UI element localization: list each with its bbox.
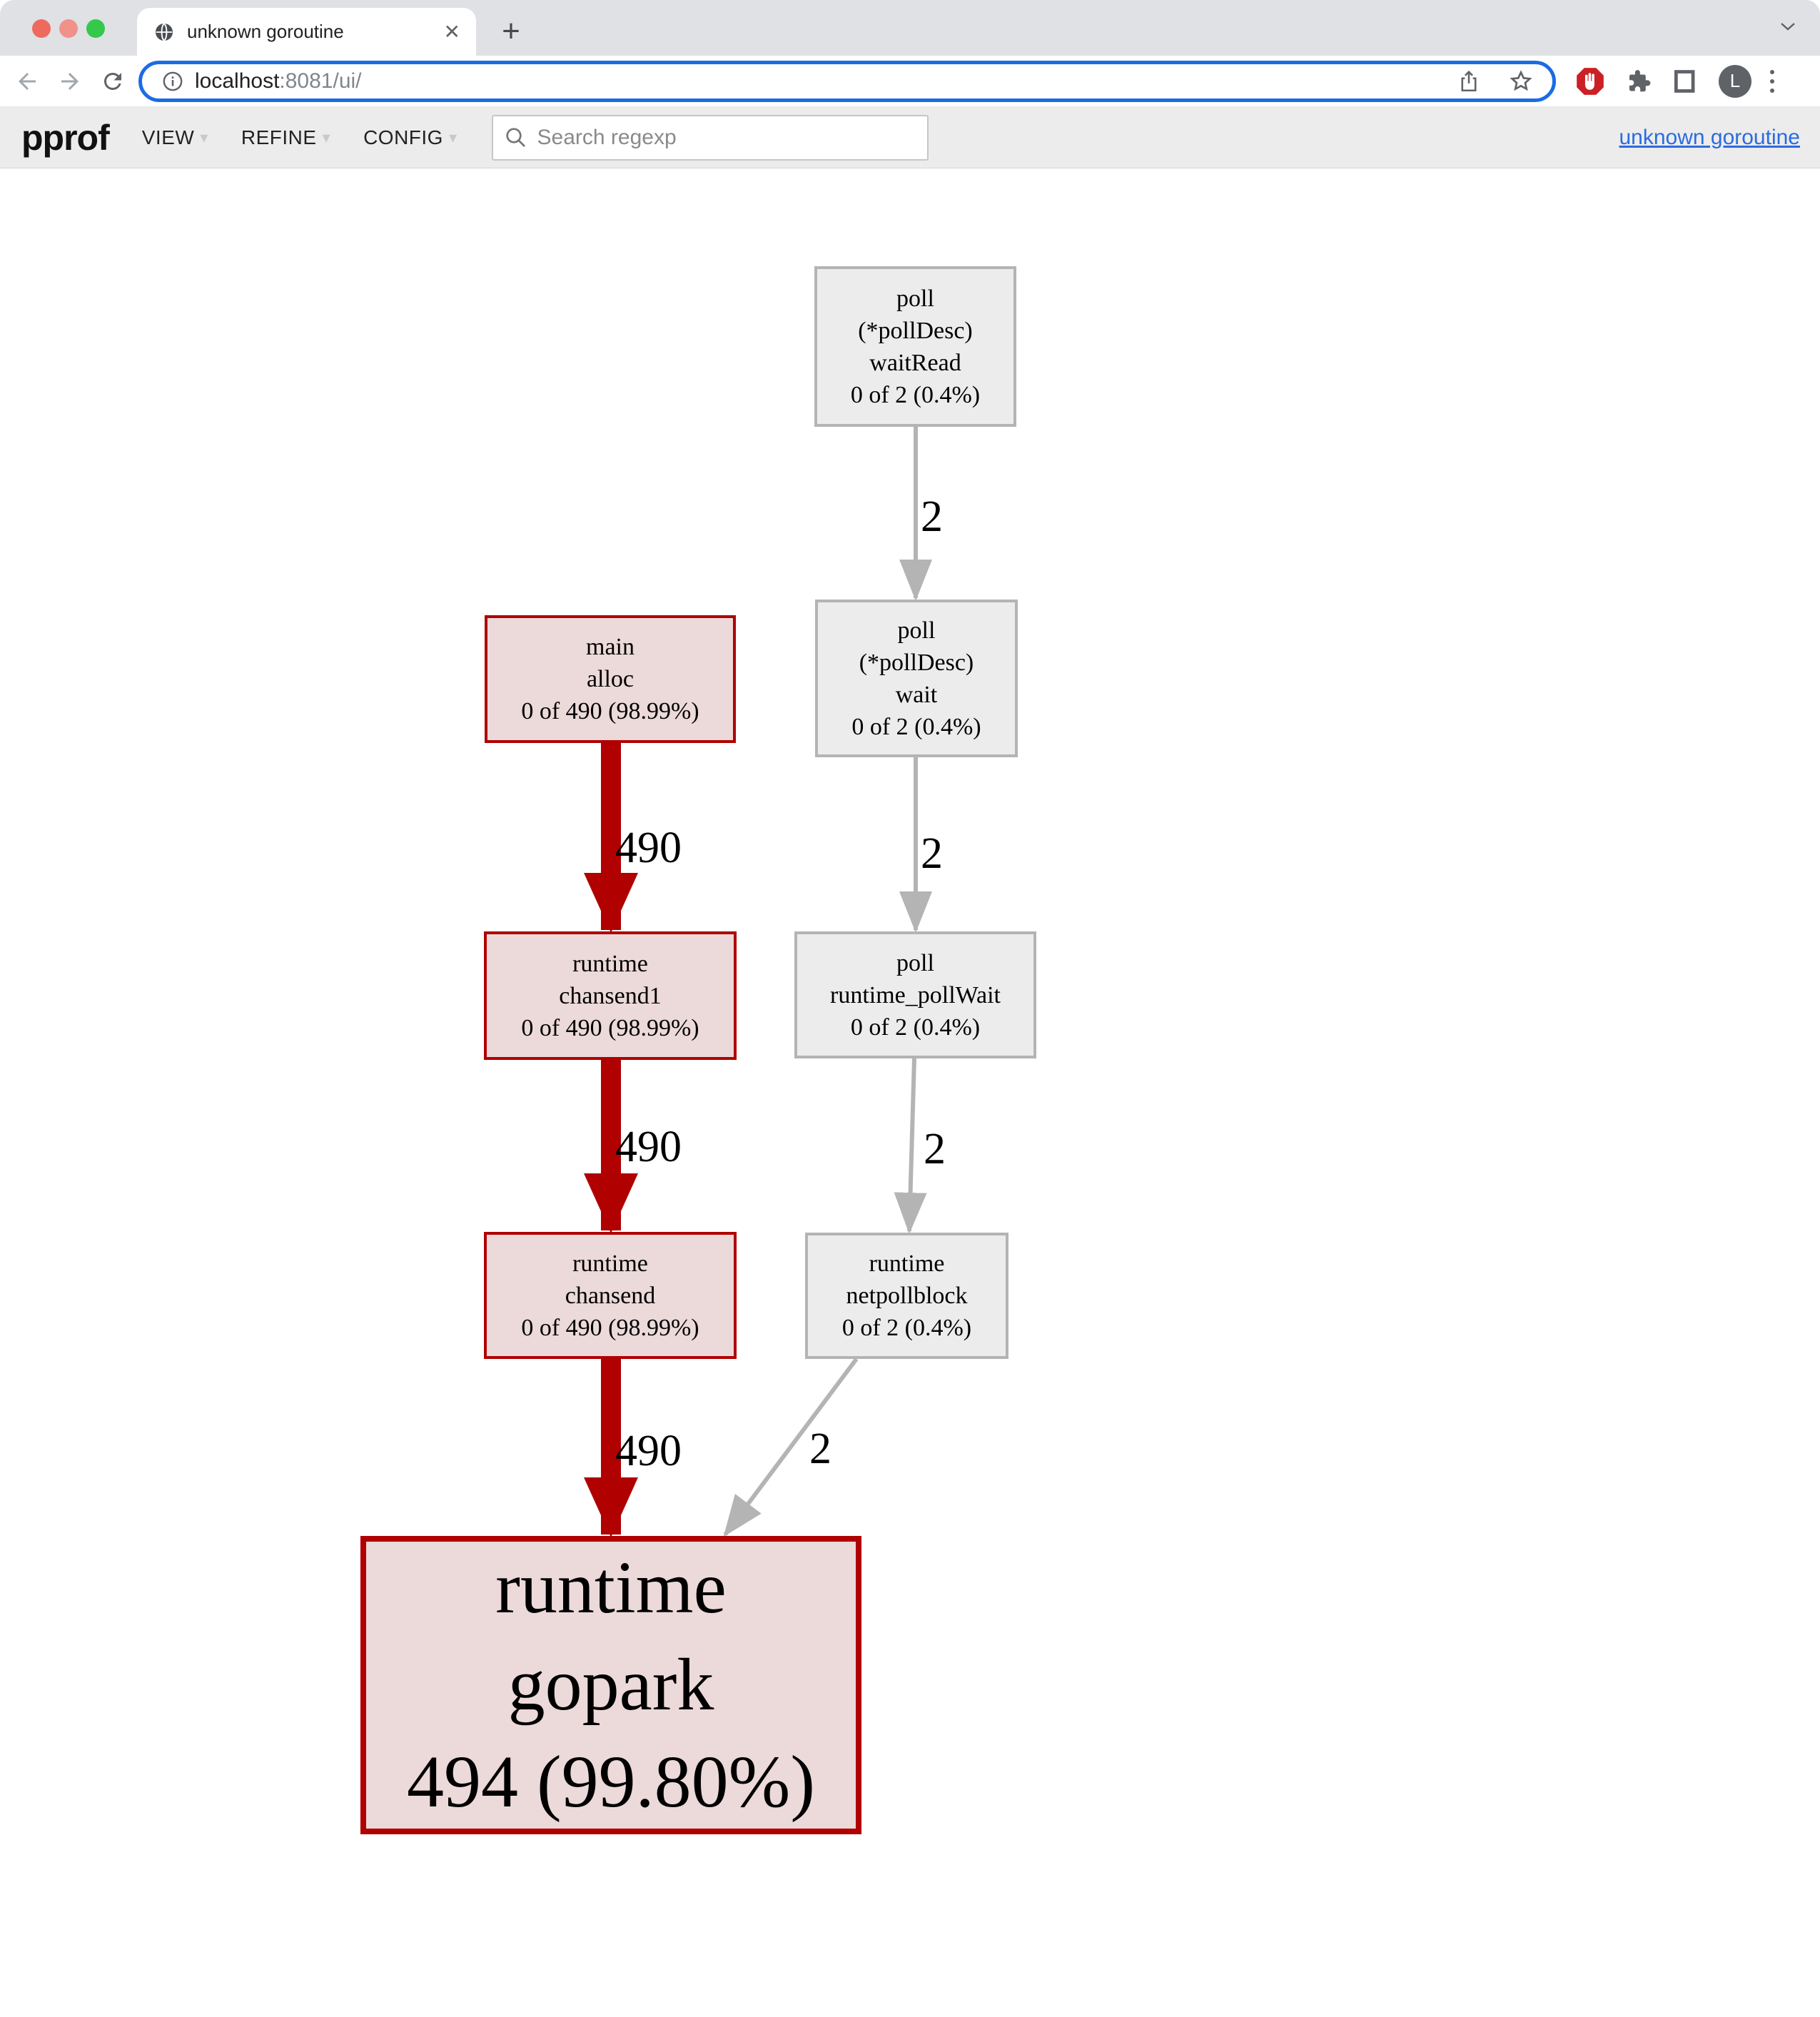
edge-label: 490 [615,824,682,872]
bookmark-star-icon[interactable] [1508,69,1534,94]
back-icon[interactable] [11,66,43,97]
node-runtime-chansend[interactable]: runtime chansend 0 of 490 (98.99%) [484,1232,737,1359]
search-box [491,114,929,161]
traffic-light-close-button[interactable] [32,19,51,38]
search-input[interactable] [491,114,929,161]
node-poll-waitread[interactable]: poll (*pollDesc) waitRead 0 of 2 (0.4%) [814,266,1016,427]
node-line: (*pollDesc) [859,649,974,676]
menu-view-label: VIEW [141,126,195,148]
profile-source-link[interactable]: unknown goroutine [1619,125,1800,149]
edge-label: 490 [615,1427,682,1475]
node-runtime-chansend1[interactable]: runtime chansend1 0 of 490 (98.99%) [484,931,737,1060]
edge-label: 2 [921,492,943,541]
url-host: localhost [195,69,280,93]
chevron-down-icon: ▾ [448,128,457,146]
traffic-light-zoom-button[interactable] [86,19,105,38]
node-line: poll [896,285,934,312]
node-line: alloc [586,666,635,692]
node-runtime-netpollblock[interactable]: runtime netpollblock 0 of 2 (0.4%) [805,1233,1008,1359]
node-runtime-gopark[interactable]: runtime gopark 494 (99.80%) [360,1536,861,1834]
share-icon[interactable] [1457,69,1481,93]
search-icon [505,127,525,147]
node-line: main [586,634,635,660]
node-line: runtime [869,1250,945,1277]
node-line: 0 of 2 (0.4%) [850,1013,981,1041]
menu-config[interactable]: CONFIG ▾ [363,126,457,149]
forward-icon[interactable] [54,66,86,97]
node-main-alloc[interactable]: main alloc 0 of 490 (98.99%) [485,615,736,743]
node-line: wait [895,681,938,708]
url-text[interactable]: localhost:8081/ui/ [195,69,362,93]
browser-toolbar: localhost:8081/ui/ [0,56,1820,107]
node-line: 494 (99.80%) [407,1741,815,1823]
node-line: netpollblock [846,1283,968,1309]
traffic-light-minimize-button[interactable] [59,19,78,38]
chevron-down-icon: ▾ [322,128,331,146]
url-path: :8081/ui/ [279,69,362,93]
menu-refine[interactable]: REFINE ▾ [241,126,330,149]
node-poll-wait[interactable]: poll (*pollDesc) wait 0 of 2 (0.4%) [815,600,1018,757]
node-line: runtime_pollWait [830,981,1001,1008]
edge-label: 490 [615,1123,682,1171]
node-line: 0 of 2 (0.4%) [850,381,981,408]
tab-search-chevron-icon[interactable] [1779,20,1797,33]
browser-menu-kebab-icon[interactable] [1770,69,1774,93]
tab-close-icon[interactable]: ✕ [443,20,460,43]
node-line: gopark [507,1644,714,1726]
edge-label: 2 [924,1125,946,1173]
adblock-stop-hand-icon[interactable] [1576,67,1604,96]
node-line: poll [896,949,934,976]
chevron-down-icon: ▾ [200,128,208,146]
node-line: chansend1 [559,982,662,1009]
tab-strip: unknown goroutine ✕ + [0,0,1820,56]
address-bar[interactable]: localhost:8081/ui/ [138,60,1556,102]
site-info-icon[interactable] [161,69,185,93]
new-tab-button[interactable]: + [502,14,520,49]
pprof-header: pprof VIEW ▾ REFINE ▾ CONFIG ▾ unknown g… [0,107,1820,168]
node-line: chansend [565,1282,656,1309]
node-line: 0 of 2 (0.4%) [841,1315,972,1341]
edge-pollwait-netpollblock [894,1058,927,1234]
node-line: waitRead [869,349,961,376]
extension-window-icon[interactable] [1672,68,1699,95]
edge-netpollblock-gopark [723,1358,859,1537]
node-line: runtime [495,1547,727,1629]
node-line: runtime [572,1250,648,1277]
node-line: 0 of 2 (0.4%) [851,713,981,740]
node-line: 0 of 490 (98.99%) [521,1314,699,1341]
pprof-logo: pprof [21,117,110,158]
node-line: runtime [572,950,648,977]
menu-config-label: CONFIG [363,126,443,148]
node-line: (*pollDesc) [858,317,973,344]
menu-view[interactable]: VIEW ▾ [142,126,208,149]
node-line: 0 of 490 (98.99%) [521,698,699,724]
edge-label: 2 [921,829,943,878]
node-poll-runtime-pollwait[interactable]: poll runtime_pollWait 0 of 2 (0.4%) [794,931,1036,1058]
node-line: poll [897,617,936,644]
tab-favicon-globe-icon [156,23,173,41]
edge-label: 2 [809,1425,831,1473]
node-line: 0 of 490 (98.99%) [521,1014,699,1041]
tab-title: unknown goroutine [187,21,344,42]
profile-avatar[interactable]: L [1719,64,1751,98]
browser-tab[interactable]: unknown goroutine ✕ [137,8,476,56]
extensions-puzzle-icon[interactable] [1624,68,1652,95]
menu-refine-label: REFINE [241,126,317,148]
